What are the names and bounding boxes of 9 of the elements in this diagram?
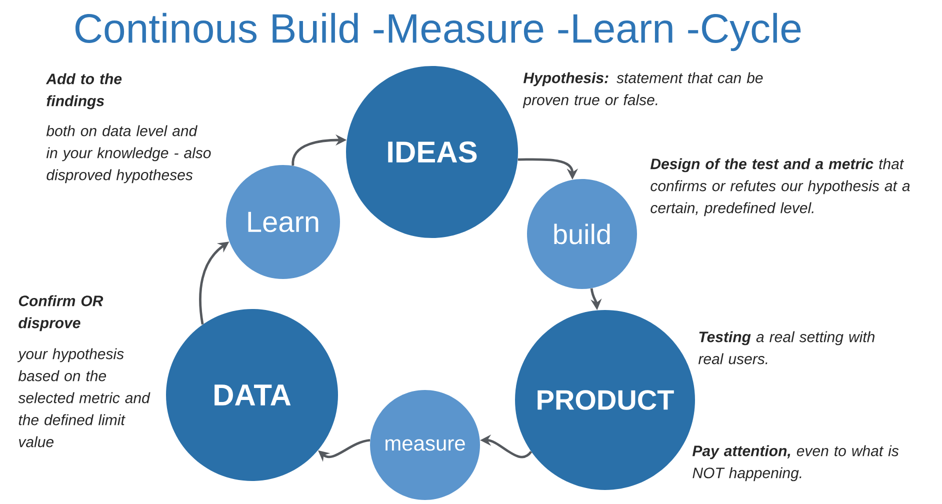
annotation: your hypothesis based on the selected metric and the defined limit value bbox=[17, 348, 150, 448]
annotation: Design of the test and a metric that confirms or refutes our hypothesis at a certain, predefined level. bbox=[650, 158, 910, 216]
annotation: Hypothesis: statement that can be proven true or false. bbox=[522, 72, 763, 108]
annotation: Add to the findings bbox=[46, 73, 122, 110]
annotation: Testing a real setting with real users. bbox=[698, 331, 874, 364]
annotation: Pay attention, even to what is NOT happening. bbox=[692, 445, 899, 482]
annotation: both on data level and in your knowledge - also disproved hypotheses bbox=[46, 125, 211, 184]
annotation: Confirm OR disprove bbox=[18, 295, 104, 332]
title: Continous Build -Measure -Learn -Cycle bbox=[75, 12, 801, 52]
